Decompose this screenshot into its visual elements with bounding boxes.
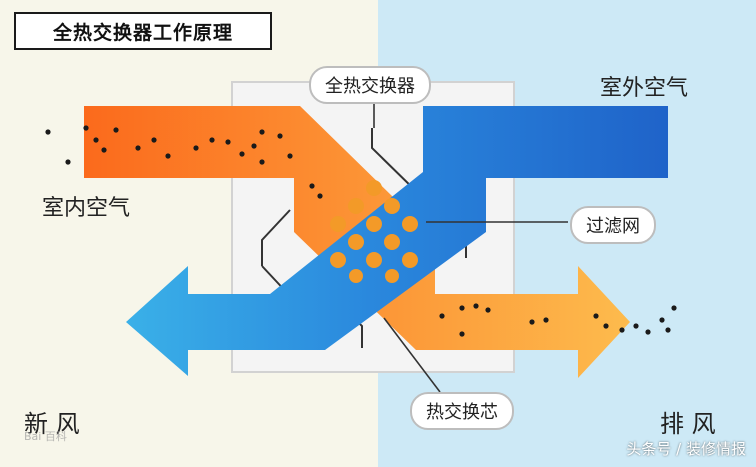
core-callout: 热交换芯 [410,392,514,430]
diagram-title: 全热交换器工作原理 [14,12,272,50]
watermark: 头条号 / 装修情报 [626,440,746,458]
indoor-air-label: 室内空气 [42,196,131,221]
exhaust-air-label: 排 风 [660,410,716,438]
outdoor-air-label: 室外空气 [600,76,689,101]
exchanger-callout: 全热交换器 [309,66,431,104]
fresh-air-label: 新 风 [24,410,80,438]
source-mark: Bai 百科 [24,430,67,443]
heat-exchange-core-dots [330,180,418,283]
filter-callout: 过滤网 [570,206,656,244]
dust-particles [45,125,677,337]
